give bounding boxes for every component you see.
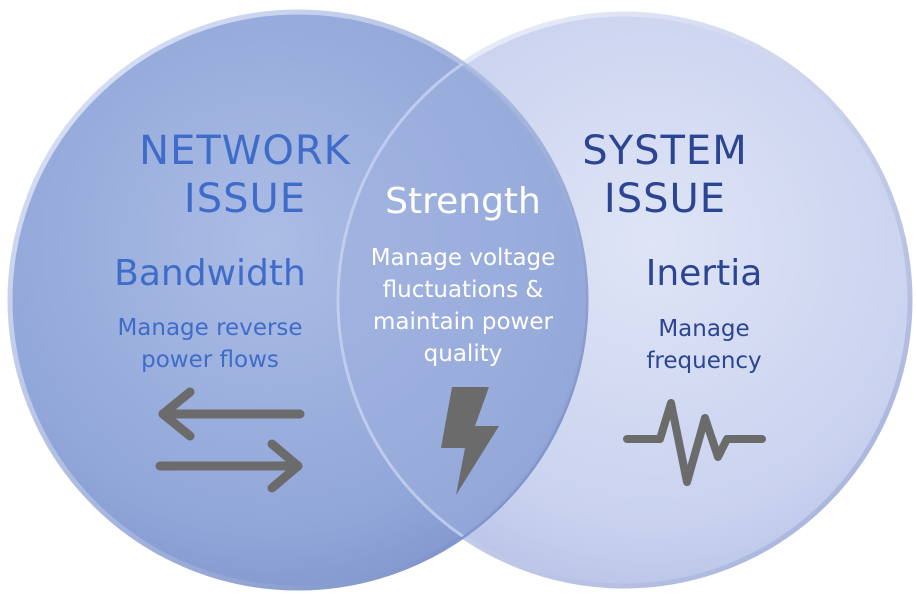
overlap-rim	[336, 12, 586, 588]
network-heading-line1: NETWORK	[139, 128, 351, 174]
bandwidth-term: Bandwidth	[80, 256, 340, 292]
strength-term: Strength	[350, 184, 576, 220]
pulse-wave-icon	[623, 399, 766, 486]
strength-label: Strength	[385, 181, 541, 222]
network-heading-line2: ISSUE	[183, 176, 307, 222]
system-issue-heading: SYSTEM ISSUE	[545, 131, 785, 219]
inertia-desc-line2: frequency	[646, 348, 762, 374]
system-heading-line2: ISSUE	[603, 176, 727, 222]
bandwidth-label: Bandwidth	[114, 253, 306, 294]
lightning-bolt-icon	[441, 387, 499, 495]
system-heading-line1: SYSTEM	[582, 128, 748, 174]
strength-desc-line1: Manage voltage	[370, 245, 556, 271]
inertia-label: Inertia	[645, 253, 763, 294]
bandwidth-desc-line2: power flows	[141, 347, 279, 373]
inertia-desc-line1: Manage	[658, 316, 750, 342]
inertia-description: Manage frequency	[604, 313, 804, 377]
strength-desc-line3: maintain power	[373, 309, 553, 335]
two-way-arrows-icon	[155, 387, 305, 493]
bandwidth-description: Manage reverse power flows	[90, 312, 330, 376]
strength-desc-line2: fluctuations &	[382, 277, 544, 303]
inertia-term: Inertia	[604, 256, 804, 292]
bandwidth-desc-line1: Manage reverse	[117, 315, 303, 341]
strength-description: Manage voltage fluctuations & maintain p…	[345, 242, 581, 370]
strength-desc-line4: quality	[423, 341, 503, 367]
network-issue-heading: NETWORK ISSUE	[110, 131, 380, 219]
